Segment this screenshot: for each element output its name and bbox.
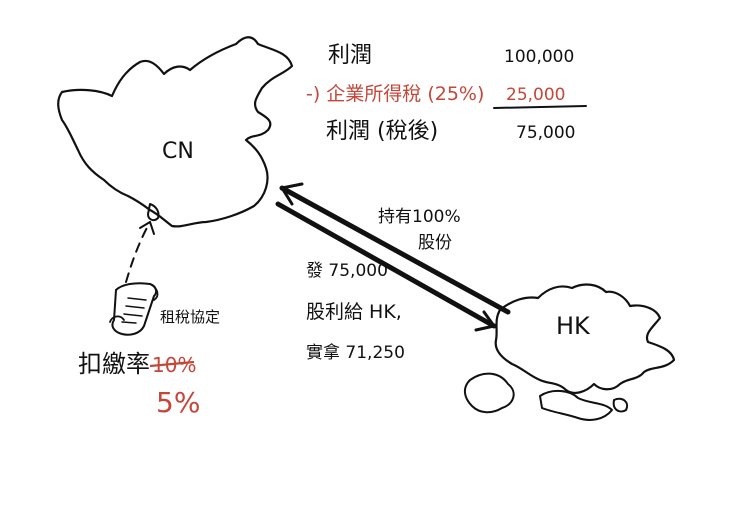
arrow-to-cn bbox=[279, 185, 511, 315]
island-outline bbox=[147, 203, 160, 222]
treaty-dashed-arrow bbox=[125, 221, 151, 283]
dividend-line-3: 實拿 71,250 bbox=[306, 342, 405, 363]
profit-value: 100,000 bbox=[504, 47, 574, 67]
dividend-line-2: 股利給 HK, bbox=[306, 301, 402, 323]
china-map-outline bbox=[57, 36, 294, 228]
scroll-icon bbox=[109, 282, 159, 336]
after-tax-profit-label: 利潤 (稅後) bbox=[326, 119, 438, 144]
hk-island-outline bbox=[464, 372, 515, 414]
tax-treaty-label: 租稅協定 bbox=[160, 308, 220, 326]
corporate-tax-value: 25,000 bbox=[506, 85, 565, 105]
new-withholding-rate: 5% bbox=[156, 386, 200, 419]
profit-label: 利潤 bbox=[328, 43, 372, 68]
strikethrough-line bbox=[149, 360, 195, 368]
arrow-to-hk bbox=[275, 201, 497, 329]
withholding-rate-label: 扣繳率 bbox=[78, 350, 150, 378]
dividend-line-1: 發 75,000 bbox=[306, 261, 388, 281]
arrow-to-cn-head bbox=[280, 182, 304, 206]
hongkong-map-outline bbox=[494, 283, 676, 394]
ownership-line-2: 股份 bbox=[418, 233, 452, 253]
hk-island-outline-2 bbox=[539, 390, 613, 421]
subtotal-line bbox=[493, 105, 587, 109]
ownership-line-1: 持有100% bbox=[378, 207, 461, 227]
hongkong-label: HK bbox=[556, 312, 591, 340]
arrow-to-hk-head bbox=[474, 310, 496, 332]
china-label: CN bbox=[162, 139, 194, 164]
treaty-dashed-arrow-head bbox=[139, 221, 155, 235]
corporate-tax-label: -) 企業所得稅 (25%) bbox=[306, 83, 484, 105]
hk-island-outline-3 bbox=[612, 397, 628, 413]
after-tax-profit-value: 75,000 bbox=[516, 123, 575, 143]
